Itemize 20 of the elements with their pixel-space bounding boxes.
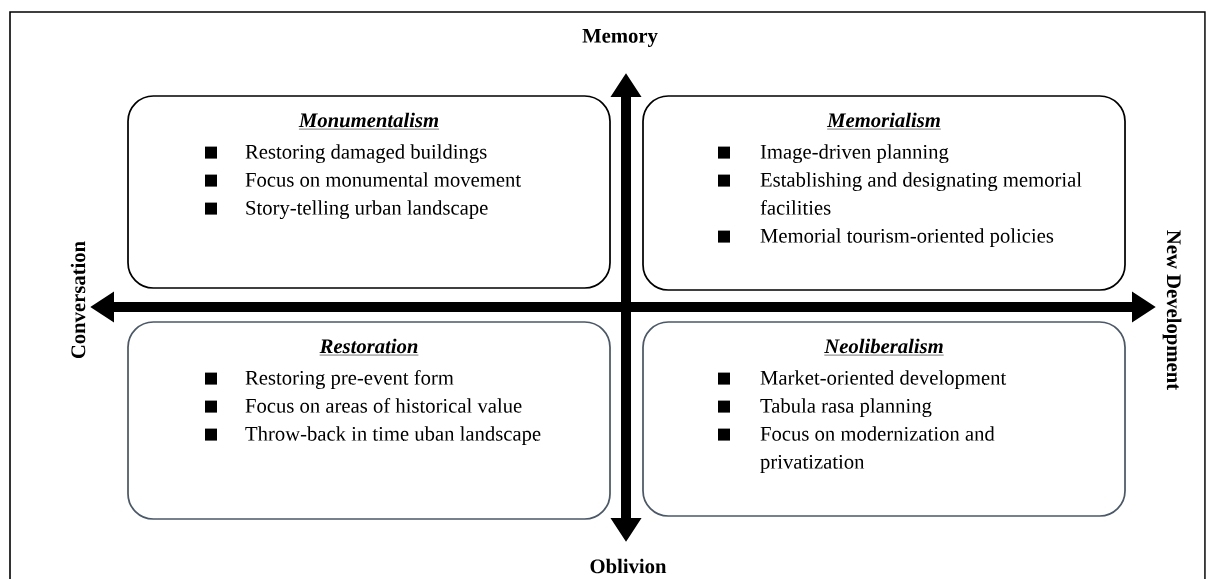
bullet-item: Memorial tourism-oriented policies: [718, 228, 1054, 247]
bullet-item: Tabula rasa planning: [718, 398, 932, 418]
bullet-item: Image-driven planning: [718, 144, 949, 164]
quadrant-heading: Neoliberalism: [824, 338, 944, 356]
axis-label: Oblivion: [590, 558, 667, 574]
axis-label: Memory: [582, 29, 658, 47]
bullet-item: Restoring pre-event form: [205, 370, 454, 390]
axis-label: Conversation: [70, 241, 86, 359]
quadrant-heading: Monumentalism: [298, 112, 440, 130]
bullet-item: Restoring damaged buildings: [205, 144, 487, 164]
bullet-item: Establishing and designating memorial facilities: [718, 172, 1082, 215]
quadrant-heading: Memorialism: [826, 112, 942, 130]
bullet-item: Throw-back in time uban landscape: [205, 426, 541, 445]
bullet-item: Focus on modernization and privatization: [718, 426, 995, 473]
bullet-item: Market-oriented development: [718, 370, 1007, 389]
bullet-item: Story-telling urban landscape: [205, 200, 488, 220]
quadrant-heading: Restoration: [319, 338, 419, 356]
axis-label: New Development: [1162, 230, 1182, 390]
bullet-item: Focus on areas of historical value: [205, 398, 522, 413]
bullet-item: Focus on monumental movement: [205, 172, 521, 187]
